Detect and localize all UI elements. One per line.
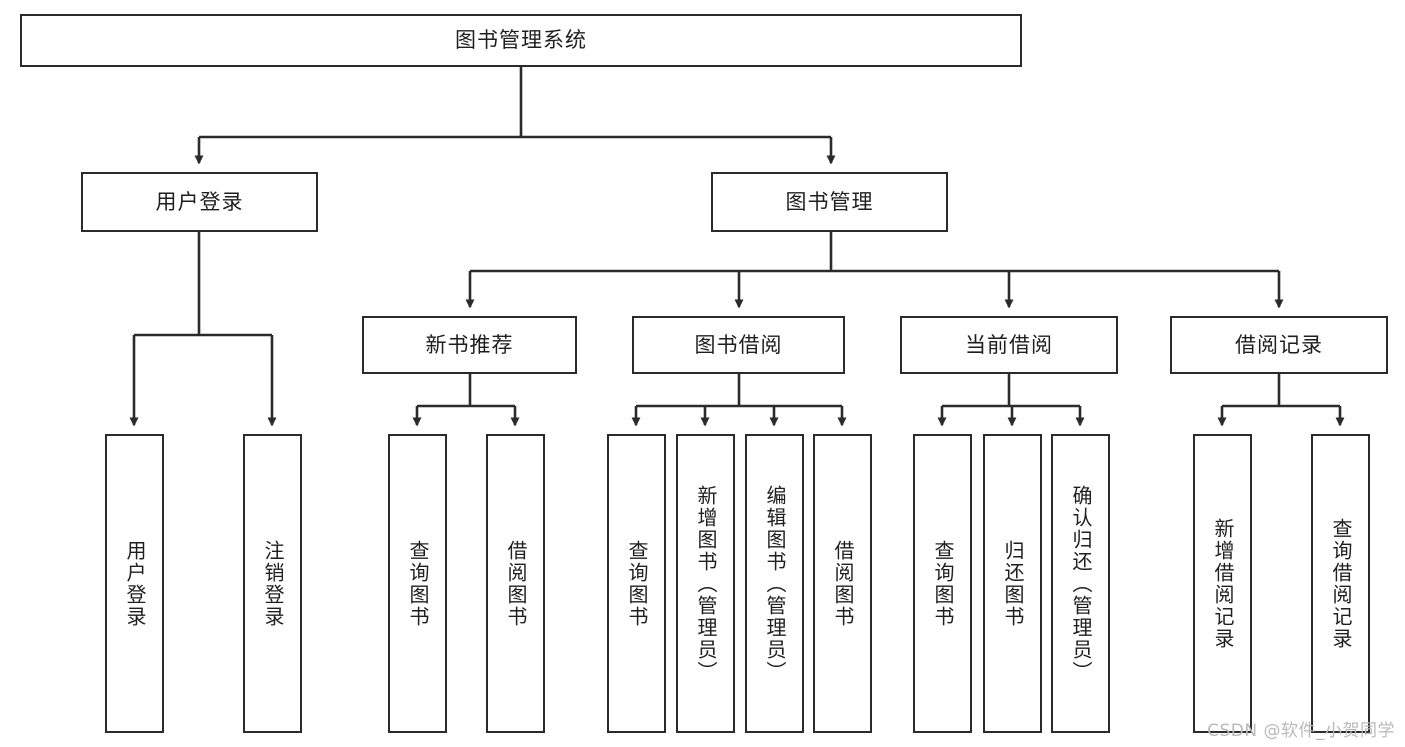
leaf-node[interactable]: 查询图书: [607, 434, 666, 733]
leaf-node[interactable]: 用户登录: [105, 434, 164, 733]
leaf-node-label: 确认归还（管理员）: [1069, 484, 1093, 683]
leaf-node[interactable]: 查询借阅记录: [1311, 434, 1370, 733]
leaf-node[interactable]: 确认归还（管理员）: [1051, 434, 1110, 733]
node-current-borrow[interactable]: 当前借阅: [900, 316, 1118, 374]
leaf-node-label: 归还图书: [1001, 539, 1025, 628]
leaf-node[interactable]: 注销登录: [243, 434, 302, 733]
leaf-node-label: 用户登录: [123, 539, 147, 628]
leaf-node-label: 借阅图书: [504, 539, 528, 628]
node-new-book-recommend-label: 新书推荐: [425, 332, 514, 357]
node-new-book-recommend[interactable]: 新书推荐: [362, 316, 577, 374]
leaf-node-label: 查询图书: [625, 539, 649, 628]
leaf-node-label: 借阅图书: [831, 539, 855, 628]
leaf-node-label: 注销登录: [261, 539, 285, 628]
node-book-borrow-label: 图书借阅: [694, 332, 783, 357]
node-borrow-record[interactable]: 借阅记录: [1170, 316, 1388, 374]
leaf-node[interactable]: 新增借阅记录: [1193, 434, 1252, 733]
leaf-node[interactable]: 借阅图书: [813, 434, 872, 733]
leaf-node[interactable]: 借阅图书: [486, 434, 545, 733]
leaf-node-label: 编辑图书（管理员）: [763, 484, 787, 683]
node-user-login-label: 用户登录: [155, 189, 244, 214]
node-book-admin[interactable]: 图书管理: [711, 172, 948, 232]
node-current-borrow-label: 当前借阅: [965, 332, 1053, 357]
node-user-login[interactable]: 用户登录: [81, 172, 318, 232]
leaf-node-label: 查询图书: [931, 539, 955, 628]
node-book-borrow[interactable]: 图书借阅: [632, 316, 845, 374]
leaf-node[interactable]: 新增图书（管理员）: [676, 434, 735, 733]
leaf-node[interactable]: 编辑图书（管理员）: [745, 434, 804, 733]
node-root[interactable]: 图书管理系统: [20, 14, 1022, 67]
leaf-node-label: 新增图书（管理员）: [694, 484, 718, 683]
leaf-node[interactable]: 查询图书: [913, 434, 972, 733]
leaf-node-label: 查询图书: [406, 539, 430, 628]
leaf-node-label: 查询借阅记录: [1329, 517, 1353, 650]
node-root-label: 图书管理系统: [455, 28, 587, 53]
node-book-admin-label: 图书管理: [785, 189, 874, 214]
leaf-node-label: 新增借阅记录: [1211, 517, 1235, 650]
leaf-node[interactable]: 归还图书: [983, 434, 1042, 733]
leaf-node[interactable]: 查询图书: [388, 434, 447, 733]
node-borrow-record-label: 借阅记录: [1235, 332, 1323, 357]
